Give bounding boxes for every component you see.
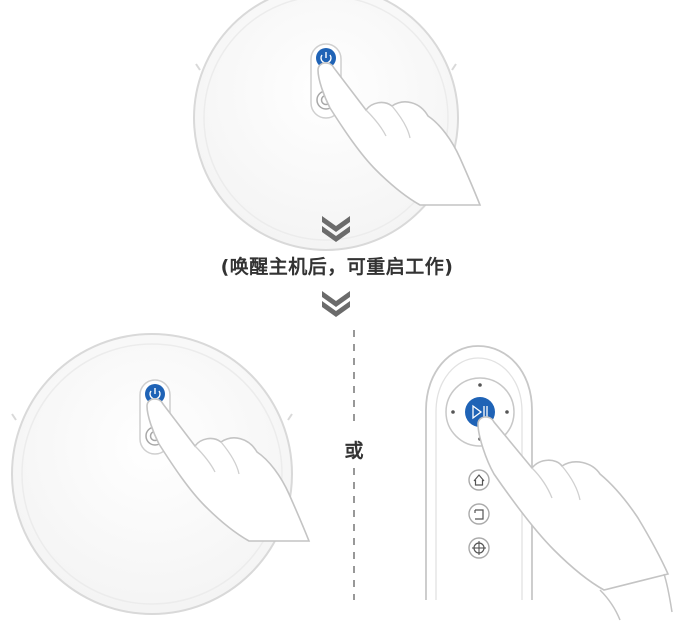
double-chevron-down-icon (322, 216, 350, 242)
robot-top (193, 0, 482, 251)
or-label: 或 (344, 440, 364, 462)
hand-pointer-icon (317, 62, 482, 206)
home-icon (468, 469, 490, 491)
spot-clean-icon (468, 537, 490, 559)
hand-pointer-icon (477, 416, 673, 621)
hand-pointer-icon (146, 398, 311, 542)
edge-clean-icon (468, 503, 490, 525)
instruction-caption: (唤醒主机后，可重启工作) (220, 256, 454, 278)
robot-bottom-left (11, 333, 311, 615)
double-chevron-down-icon (322, 291, 350, 317)
remote-control (425, 345, 673, 621)
